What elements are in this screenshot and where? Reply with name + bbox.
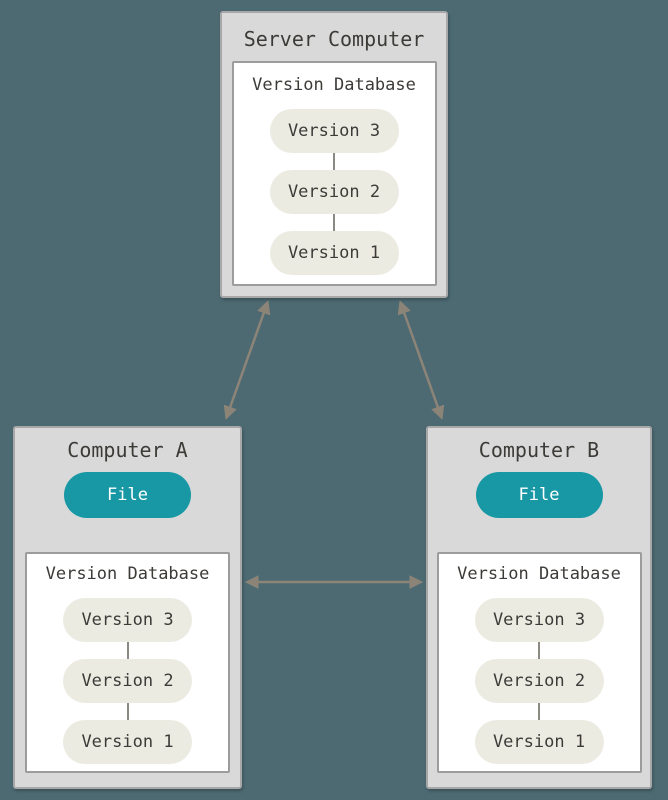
version-pill: Version 1 [269,231,399,275]
version-pill: Version 3 [269,109,399,153]
version-pill: Version 2 [63,659,192,703]
version-pill: Version 1 [474,720,604,764]
pill-connector [333,214,335,231]
arrow-server-to-computer-a [223,300,271,420]
version-pill: Version 3 [474,598,604,642]
version-database-title: Version Database [252,75,416,95]
server-computer-title: Server Computer [243,27,425,51]
version-pill: Version 3 [63,598,192,642]
pill-connector [126,703,129,720]
computer-b-box: Computer B File Version Database Version… [426,426,652,789]
server-computer-box: Server Computer Version Database Version… [220,11,448,298]
file-pill: File [475,472,603,518]
pill-connector [333,153,335,170]
pill-connector [126,642,129,659]
version-pill: Version 2 [474,659,604,703]
computer-b-title: Computer B [478,438,600,462]
computer-a-box: Computer A File Version Database Version… [13,426,242,789]
version-database-title: Version Database [45,564,210,584]
arrow-server-to-computer-b [397,300,445,420]
pill-connector [538,642,540,659]
computer-a-version-database-panel: Version Database Version 3 Version 2 Ver… [25,552,230,773]
version-database-title: Version Database [457,564,621,584]
server-version-database-panel: Version Database Version 3 Version 2 Ver… [231,61,437,286]
version-pill: Version 1 [63,720,192,764]
file-pill: File [64,472,191,518]
pill-connector [538,703,540,720]
computer-b-version-database-panel: Version Database Version 3 Version 2 Ver… [436,552,642,773]
computer-a-title: Computer A [67,438,188,462]
version-pill: Version 2 [269,170,399,214]
